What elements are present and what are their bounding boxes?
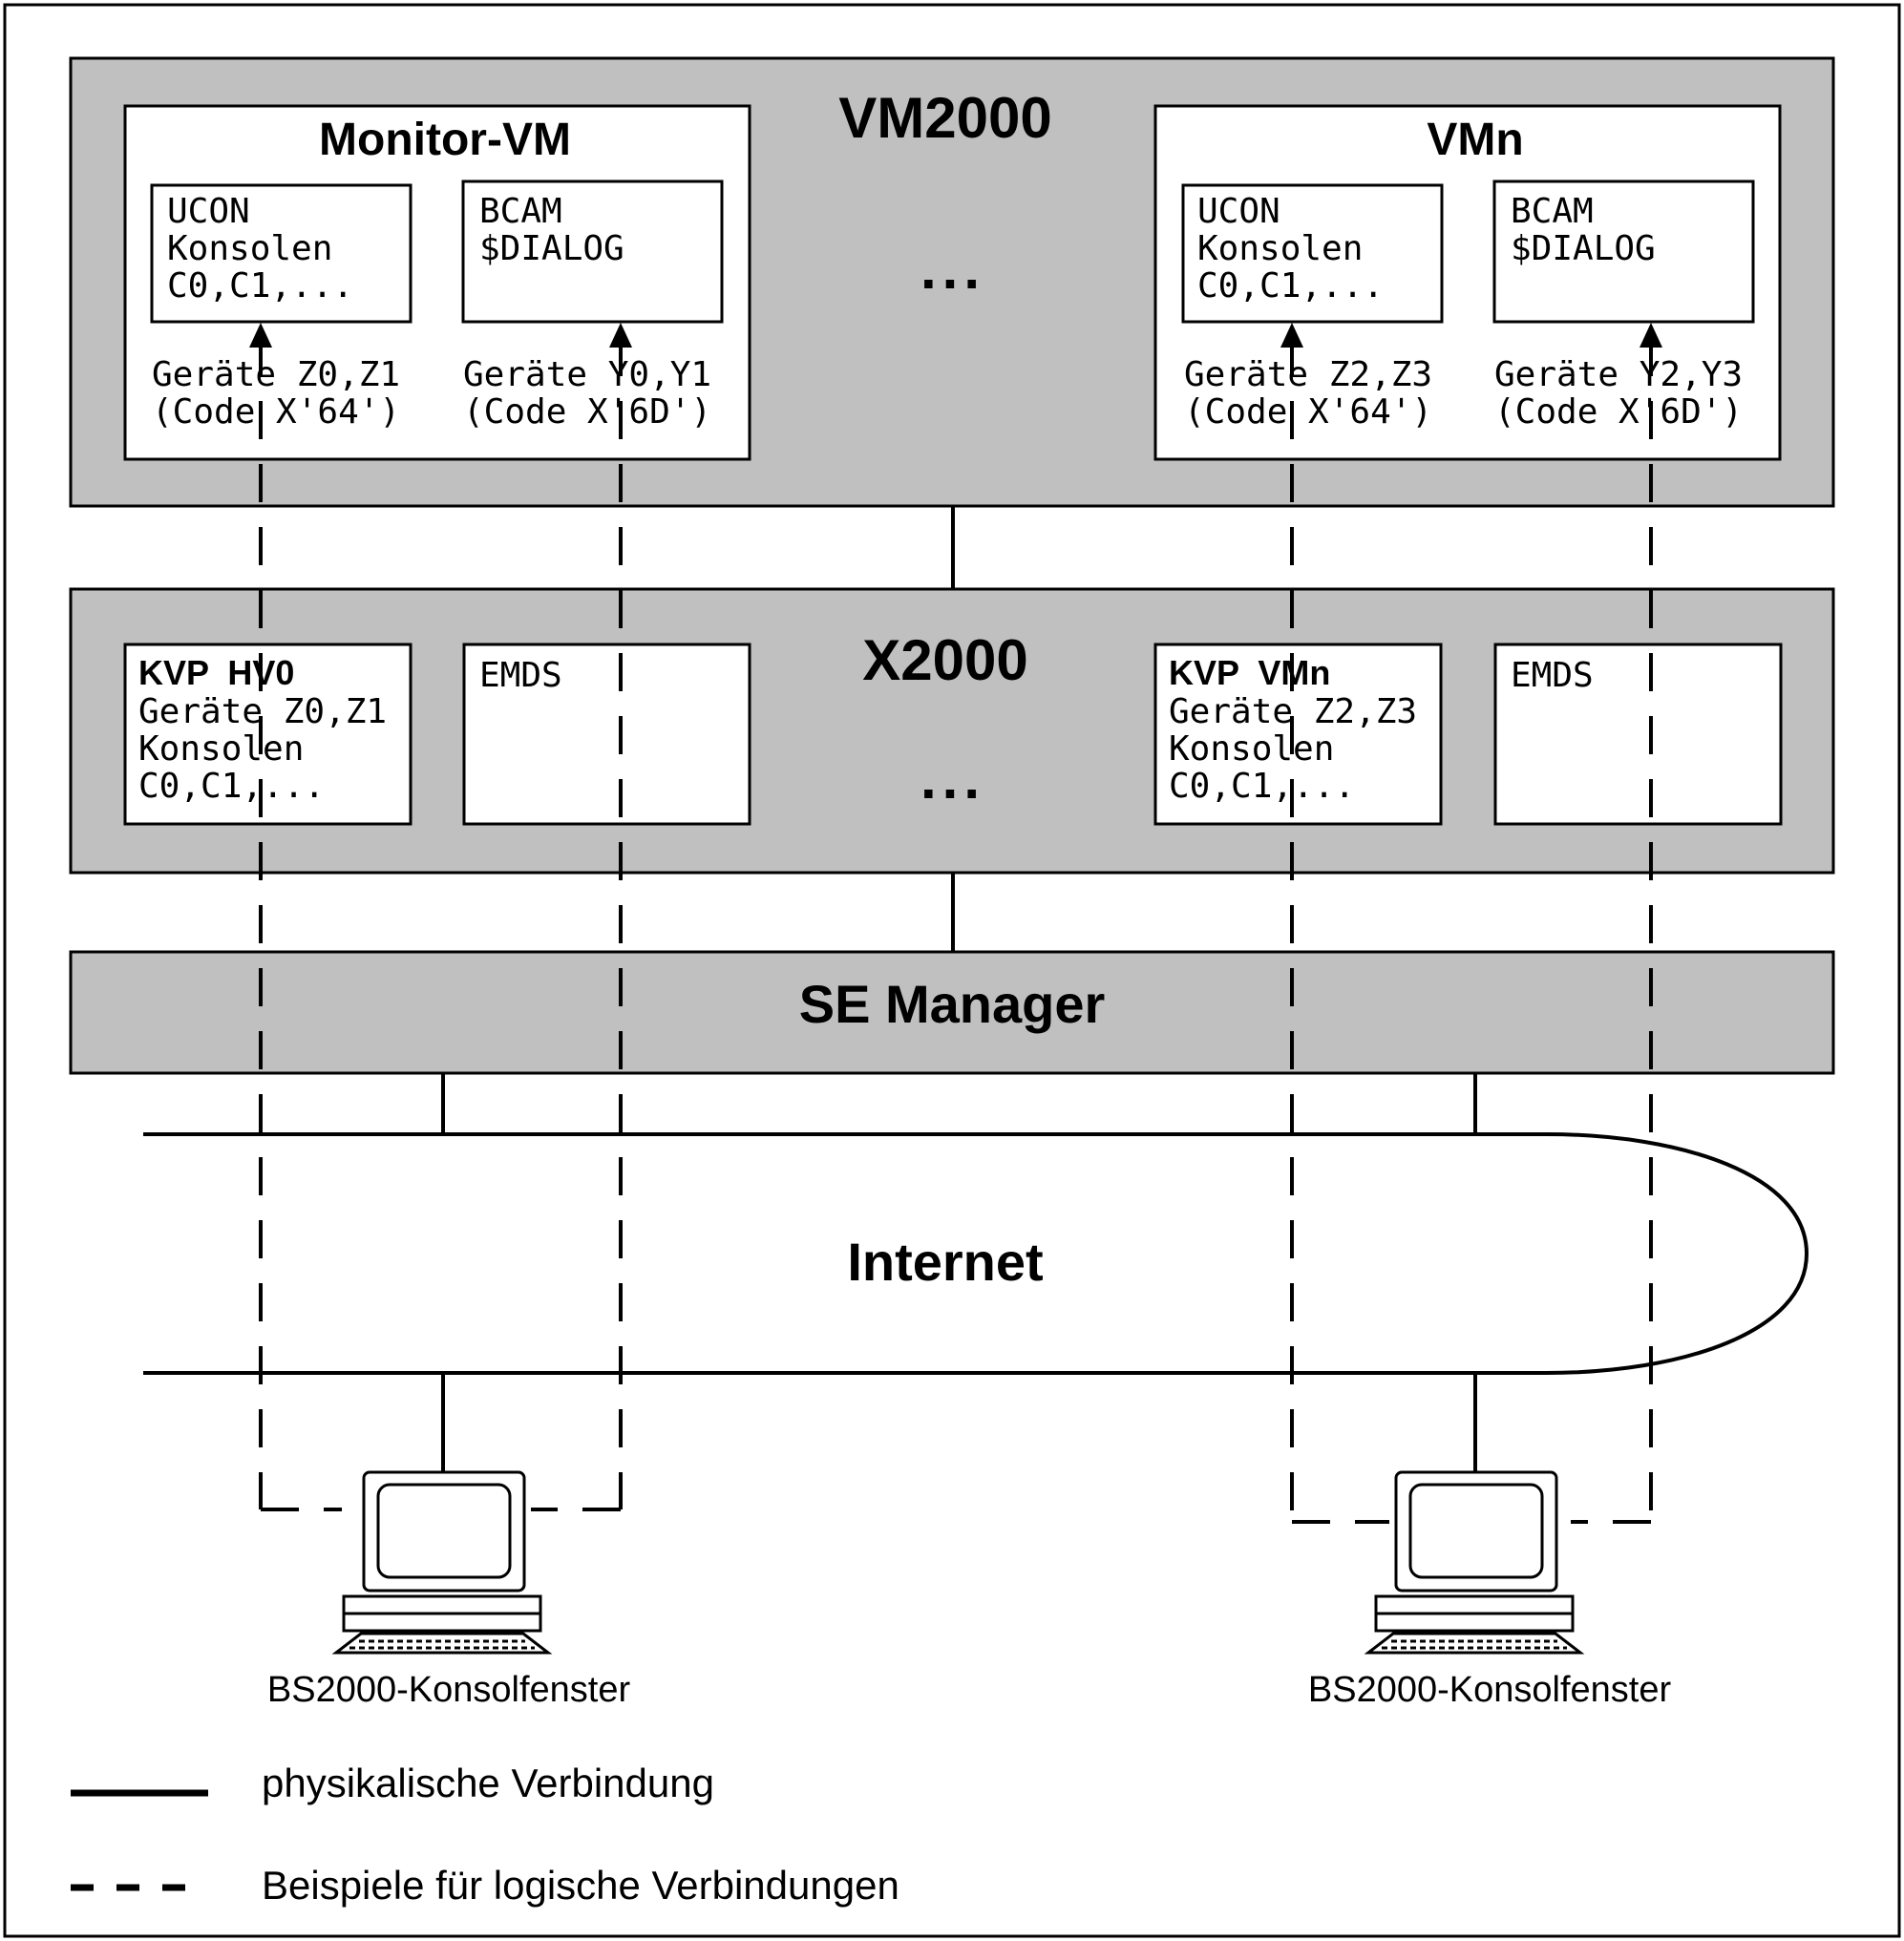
- x2000-ellipsis: ...: [920, 747, 985, 811]
- vmn-title: VMn: [1427, 115, 1524, 165]
- monitor-devices-left: Geräte Z0,Z1(Code X'64'): [152, 355, 401, 432]
- kvp-vmn-title: KVP VMn: [1169, 653, 1331, 692]
- terminal-right-icon: [1364, 1470, 1585, 1655]
- vmn-bcam-text: BCAM$DIALOG: [1511, 192, 1656, 268]
- internet-cloud: [143, 1132, 1809, 1375]
- monitor-bcam-box: [461, 179, 724, 324]
- physical-connections: [441, 506, 1477, 1472]
- vmn-bcam-box: [1492, 179, 1755, 324]
- se-manager-label: SE Manager: [798, 974, 1106, 1034]
- emds-right-label: EMDS: [1511, 656, 1594, 695]
- emds-left-label: EMDS: [479, 656, 562, 695]
- internet-label: Internet: [847, 1232, 1044, 1292]
- kvp-hv0-box: [123, 643, 413, 826]
- emds-left-box: [462, 643, 751, 826]
- arrowheads: [249, 323, 1662, 348]
- vmn-devices-right: Geräte Y2,Y3(Code X'6D'): [1494, 355, 1744, 432]
- logical-connections: [259, 338, 1653, 1524]
- vmn-ucon-box: [1181, 183, 1444, 324]
- vmn-devices-left: Geräte Z2,Z3(Code X'64'): [1184, 355, 1433, 432]
- monitor-devices-right: Geräte Y0,Y1(Code X'6D'): [463, 355, 712, 432]
- x2000-title: X2000: [862, 628, 1028, 692]
- legend-physical-label: physikalische Verbindung: [262, 1761, 714, 1805]
- monitor-bcam-text: BCAM$DIALOG: [479, 192, 624, 268]
- terminal-right-label: BS2000-Konsolfenster: [1307, 1670, 1672, 1710]
- kvp-hv0-title: KVP HV0: [138, 653, 295, 692]
- emds-right-box: [1493, 643, 1783, 826]
- vm2000-title: VM2000: [838, 86, 1052, 150]
- legend-logical-label: Beispiele für logische Verbindungen: [262, 1863, 899, 1908]
- terminal-left-icon: [331, 1470, 553, 1655]
- monitor-vm-title: Monitor-VM: [319, 115, 571, 165]
- terminal-left-label: BS2000-Konsolfenster: [266, 1670, 631, 1710]
- monitor-ucon-box: [150, 183, 413, 324]
- vm2000-ellipsis: ...: [920, 237, 985, 301]
- kvp-vmn-box: [1153, 643, 1443, 826]
